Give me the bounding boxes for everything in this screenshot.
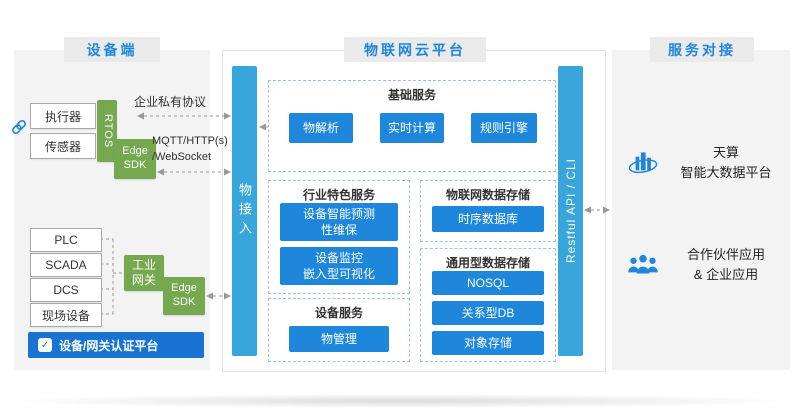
dcs-box: DCS <box>30 278 102 302</box>
sensor-box: 传感器 <box>30 133 96 159</box>
industry-services-group: 行业特色服务 设备智能预测 性维保 设备监控 嵌入型可视化 <box>268 180 410 294</box>
partner-app-item: 合作伙伴应用 & 企业应用 <box>624 240 786 290</box>
restful-api-bar: Restful API / CLI <box>558 66 583 356</box>
auth-platform-bar: ✓ 设备/网关认证平台 <box>28 332 204 358</box>
services-panel <box>612 50 790 370</box>
people-icon <box>628 254 658 274</box>
plc-box: PLC <box>30 228 102 252</box>
device-section-title: 设备端 <box>64 37 160 62</box>
device-services-group: 设备服务 物管理 <box>268 298 410 362</box>
general-storage-title: 通用型数据存储 <box>445 256 530 270</box>
industrial-gateway-box: 工业 网关 <box>124 255 164 291</box>
services-section-title: 服务对接 <box>650 37 754 62</box>
thing-access-label: 物接入 <box>237 182 252 240</box>
relational-db-box: 关系型DB <box>432 301 544 325</box>
general-storage-group: 通用型数据存储 NOSQL 关系型DB 对象存储 <box>420 248 556 362</box>
shield-check-icon: ✓ <box>38 338 52 352</box>
realtime-compute-box: 实时计算 <box>380 113 444 143</box>
rtos-label: RTOS <box>101 113 114 149</box>
edge-sdk-box-top: Edge SDK <box>114 139 156 179</box>
industry-services-title: 行业特色服务 <box>302 188 375 202</box>
device-monitoring-box: 设备监控 嵌入型可视化 <box>280 247 398 285</box>
rtos-box: RTOS <box>97 100 117 162</box>
device-services-title: 设备服务 <box>314 306 363 320</box>
rule-engine-box: 规则引擎 <box>471 113 537 143</box>
thing-access-bar: 物接入 <box>232 66 257 356</box>
actuator-box: 执行器 <box>30 103 96 129</box>
field-device-box: 现场设备 <box>30 303 102 327</box>
scada-box: SCADA <box>30 253 102 277</box>
iot-storage-group: 物联网数据存储 时序数据库 <box>420 180 556 242</box>
iot-storage-title: 物联网数据存储 <box>445 188 530 202</box>
basic-services-title: 基础服务 <box>387 88 436 102</box>
edge-sdk-box-bottom: Edge SDK <box>163 277 205 315</box>
timeseries-db-box: 时序数据库 <box>432 206 544 232</box>
bigdata-platform-label: 天算 智能大数据平台 <box>680 144 772 180</box>
page-bottom-shadow <box>8 394 794 408</box>
building-icon <box>628 152 658 174</box>
object-storage-box: 对象存储 <box>432 331 544 355</box>
mqtt-label: MQTT/HTTP(s) <box>152 135 228 147</box>
bigdata-platform-item: 天算 智能大数据平台 <box>624 138 786 188</box>
websocket-label: /WebSocket <box>152 151 212 163</box>
platform-section-title: 物联网云平台 <box>344 37 486 62</box>
restful-api-label: Restful API / CLI <box>563 158 578 264</box>
thing-parsing-box: 物解析 <box>289 113 353 143</box>
predictive-maintenance-box: 设备智能预测 性维保 <box>280 203 398 241</box>
thing-management-box: 物管理 <box>289 326 389 352</box>
private-protocol-label: 企业私有协议 <box>134 95 207 109</box>
partner-app-label: 合作伙伴应用 & 企业应用 <box>686 246 765 282</box>
auth-platform-label: 设备/网关认证平台 <box>59 338 159 353</box>
basic-services-group: 基础服务 物解析 实时计算 规则引擎 <box>268 80 556 172</box>
nosql-box: NOSQL <box>432 271 544 295</box>
